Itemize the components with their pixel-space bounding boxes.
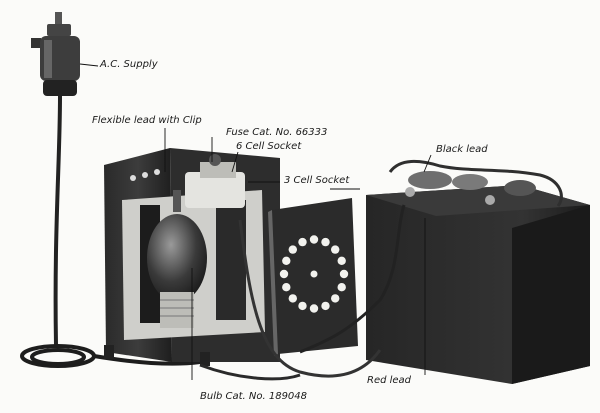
battery: [366, 171, 590, 384]
door-hole: [321, 237, 330, 247]
door-hole: [337, 256, 346, 265]
door-hole: [309, 235, 319, 244]
label-flexible-lead: Flexible lead with Clip: [92, 115, 202, 126]
door-hole: [331, 245, 340, 254]
label-three-cell-socket: 3 Cell Socket: [284, 175, 350, 186]
door-hole: [337, 283, 346, 292]
door-hole: [309, 304, 319, 313]
label-black-lead: Black lead: [436, 144, 488, 155]
door-panel: [268, 198, 358, 356]
door-hole: [288, 245, 297, 254]
label-bulb: Bulb Cat. No. 189048: [200, 391, 308, 402]
door-center-hole: [310, 270, 318, 278]
door-hole: [282, 256, 291, 265]
door-hole: [282, 283, 291, 292]
door-hole: [279, 269, 289, 279]
door-hole: [321, 301, 330, 311]
label-six-cell-socket: 6 Cell Socket: [236, 141, 302, 152]
door-hole: [339, 269, 349, 279]
leads: [199, 160, 563, 381]
door-hole: [331, 294, 340, 303]
ac-plug: [31, 12, 80, 96]
door-hole: [298, 237, 307, 247]
leader-lines: [79, 63, 432, 380]
label-fuse: Fuse Cat. No. 66333: [226, 127, 328, 138]
label-ac-supply: A.C. Supply: [100, 59, 158, 70]
ac-cord: [53, 95, 62, 346]
door-hole: [298, 301, 307, 311]
door-hole: [288, 294, 297, 303]
label-red-lead: Red lead: [367, 375, 412, 386]
